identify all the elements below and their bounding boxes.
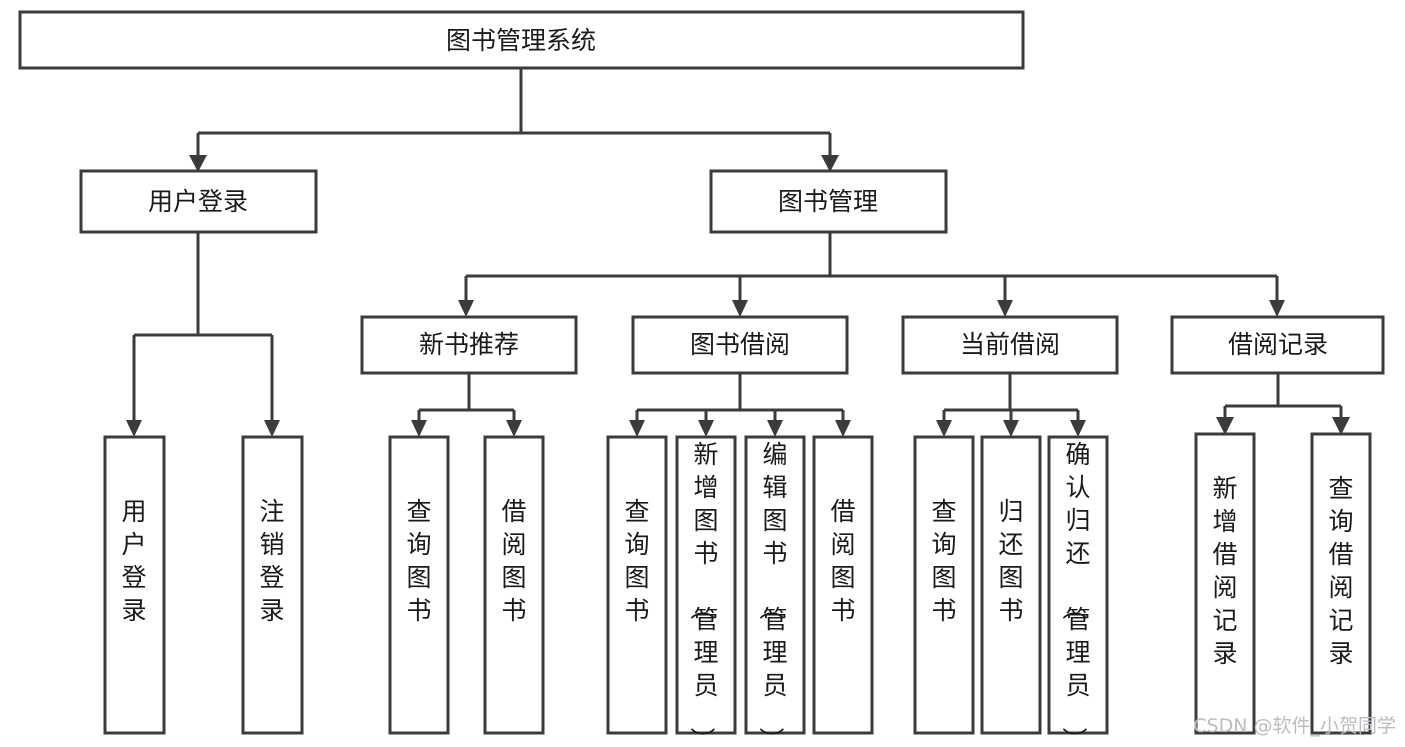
- connector-group-book-borrow: [629, 373, 851, 437]
- leaf-add-record-label: 新增借阅记录: [1212, 474, 1237, 668]
- leaf-query-book-3[interactable]: 查询图书: [913, 435, 975, 735]
- node-book-borrow[interactable]: 图书借阅: [631, 315, 849, 375]
- arrow-head-borrow-record: [1269, 300, 1285, 317]
- leaf-add-book-box[interactable]: [675, 435, 737, 735]
- leaf-query-book-1-label: 查询图书: [406, 497, 431, 625]
- leaf-query-book-3-label: 查询图书: [931, 497, 956, 625]
- connector-group-current-borrow: [936, 373, 1086, 437]
- leaf-query-record[interactable]: 查询借阅记录: [1310, 432, 1372, 735]
- leaf-borrow-book-1[interactable]: 借阅图书: [483, 435, 545, 735]
- leaf-add-book[interactable]: 新增图书（管理员）: [675, 435, 737, 747]
- node-new-book-recommend-box[interactable]: [360, 315, 578, 375]
- node-new-book-recommend[interactable]: 新书推荐: [360, 315, 578, 375]
- leaf-user-login-label: 用户登录: [121, 497, 146, 625]
- leaf-confirm-return[interactable]: 确认归还（管理员）: [1047, 435, 1109, 747]
- leaf-query-record-box[interactable]: [1310, 432, 1372, 735]
- node-borrow-record-box[interactable]: [1170, 315, 1385, 375]
- leaf-user-login-box[interactable]: [103, 435, 166, 735]
- arrow-head-leaf-return-book: [1003, 420, 1019, 437]
- arrow-head-leaf-edit-book: [767, 420, 783, 437]
- connector-group-new-book-recommend: [411, 373, 522, 437]
- arrow-head-leaf-query-book-3: [936, 420, 952, 437]
- leaf-borrow-book-2[interactable]: 借阅图书: [812, 435, 874, 735]
- leaf-borrow-book-1-box[interactable]: [483, 435, 545, 735]
- leaf-query-record-label: 查询借阅记录: [1328, 474, 1353, 668]
- arrow-head-new-book-recommend: [458, 300, 474, 317]
- leaf-logout-login-box[interactable]: [241, 435, 304, 735]
- arrow-head-leaf-logout-login: [264, 420, 280, 437]
- node-book-borrow-box[interactable]: [631, 315, 849, 375]
- leaf-edit-book-box[interactable]: [744, 435, 806, 735]
- node-user-login-box[interactable]: [79, 169, 318, 234]
- leaf-logout-login-label: 注销登录: [259, 497, 284, 625]
- connector-group-borrow-record: [1216, 373, 1350, 435]
- arrow-head-leaf-add-record: [1216, 417, 1234, 435]
- node-root-label: 图书管理系统: [446, 26, 596, 55]
- leaf-confirm-return-box[interactable]: [1047, 435, 1109, 735]
- leaf-query-book-1-box[interactable]: [388, 435, 450, 735]
- node-book-management-label: 图书管理: [778, 187, 878, 216]
- watermark-text: CSDN @软件_小贺同学: [1193, 715, 1396, 737]
- leaf-borrow-book-1-label: 借阅图书: [501, 497, 526, 625]
- arrow-head-leaf-query-book-1: [411, 420, 427, 437]
- leaf-add-record-box[interactable]: [1194, 432, 1256, 735]
- node-book-management-box[interactable]: [709, 169, 948, 234]
- leaf-edit-book-label: 编辑图书（管理员）: [756, 440, 787, 747]
- leaf-borrow-book-2-box[interactable]: [812, 435, 874, 735]
- arrow-head-leaf-borrow-book-1: [506, 420, 522, 437]
- leaf-query-book-2-box[interactable]: [606, 435, 668, 735]
- node-root[interactable]: 图书管理系统: [18, 10, 1025, 70]
- arrow-head-current-borrow: [997, 300, 1013, 317]
- node-current-borrow[interactable]: 当前借阅: [901, 315, 1119, 375]
- arrow-head-leaf-confirm-return: [1070, 420, 1086, 437]
- leaf-query-book-3-box[interactable]: [913, 435, 975, 735]
- node-new-book-recommend-label: 新书推荐: [419, 330, 519, 359]
- node-borrow-record-label: 借阅记录: [1228, 330, 1328, 359]
- arrow-head-leaf-query-record: [1332, 417, 1350, 435]
- leaf-return-book-box[interactable]: [980, 435, 1042, 735]
- arrow-head-user-login: [189, 155, 207, 172]
- connector-group-root: [189, 68, 839, 172]
- arrow-head-book-management: [821, 155, 839, 172]
- leaf-user-login[interactable]: 用户登录: [103, 435, 166, 735]
- node-root-box[interactable]: [18, 10, 1025, 70]
- node-user-login-label: 用户登录: [148, 187, 248, 216]
- arrow-head-leaf-query-book-2: [629, 420, 645, 437]
- leaf-borrow-book-2-label: 借阅图书: [830, 497, 855, 625]
- leaf-confirm-return-label: 确认归还（管理员）: [1059, 440, 1090, 747]
- leaf-query-book-2-label: 查询图书: [624, 497, 649, 625]
- leaf-add-book-label: 新增图书（管理员）: [687, 440, 718, 747]
- leaf-add-record[interactable]: 新增借阅记录: [1194, 432, 1256, 735]
- node-current-borrow-box[interactable]: [901, 315, 1119, 375]
- leaf-return-book[interactable]: 归还图书: [980, 435, 1042, 735]
- node-current-borrow-label: 当前借阅: [960, 330, 1060, 359]
- node-borrow-record[interactable]: 借阅记录: [1170, 315, 1385, 375]
- arrow-head-book-borrow: [732, 300, 748, 317]
- arrow-head-leaf-borrow-book-2: [835, 420, 851, 437]
- leaf-query-book-1[interactable]: 查询图书: [388, 435, 450, 735]
- node-user-login[interactable]: 用户登录: [79, 169, 318, 234]
- arrow-head-leaf-user-login: [126, 420, 142, 437]
- connector-group-book-management: [458, 232, 1285, 317]
- connector-group-user-login: [126, 232, 280, 437]
- node-book-borrow-label: 图书借阅: [690, 330, 790, 359]
- leaf-query-book-2[interactable]: 查询图书: [606, 435, 668, 735]
- leaf-return-book-label: 归还图书: [998, 497, 1023, 625]
- leaf-logout-login[interactable]: 注销登录: [241, 435, 304, 735]
- arrow-head-leaf-add-book: [698, 420, 714, 437]
- node-book-management[interactable]: 图书管理: [709, 169, 948, 234]
- leaf-edit-book[interactable]: 编辑图书（管理员）: [744, 435, 806, 747]
